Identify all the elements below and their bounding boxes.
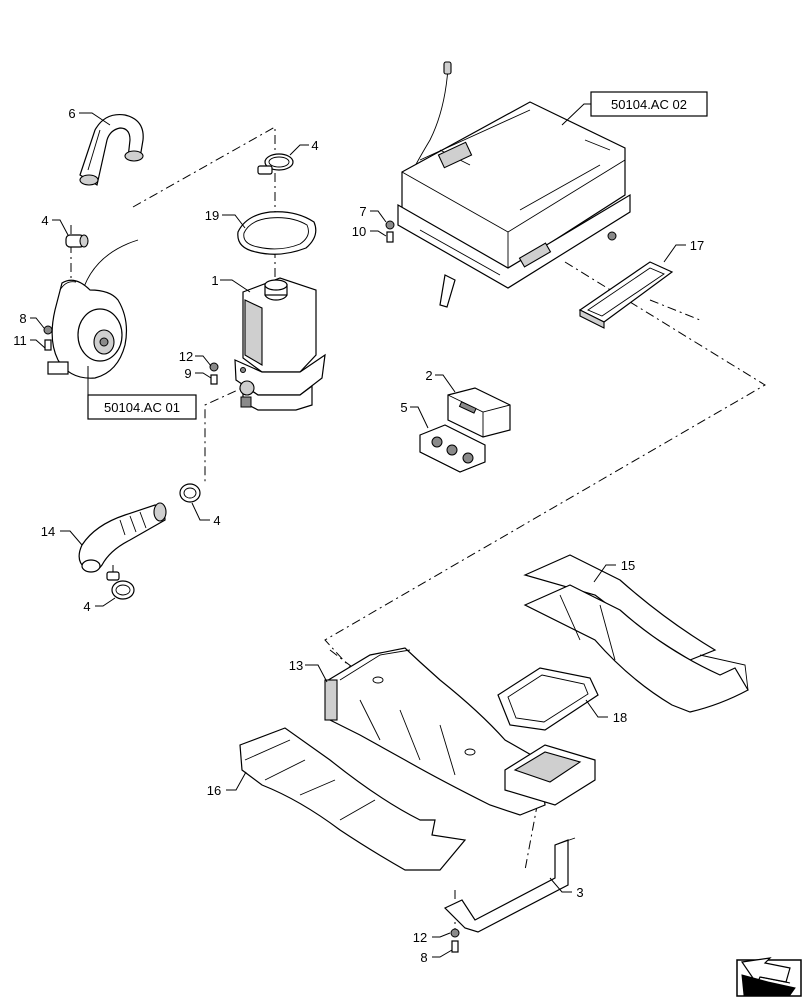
block-2 [447, 387, 511, 438]
callout-8: 8 [19, 311, 26, 326]
callout-2: 2 [425, 368, 432, 383]
callout-17: 17 [690, 238, 704, 253]
callout-1: 1 [211, 273, 218, 288]
callout-14: 14 [41, 524, 55, 539]
bracket-3 [443, 837, 576, 933]
callout-6: 6 [68, 106, 75, 121]
gasket-18 [497, 667, 599, 731]
reference-label-ac02: 50104.AC 02 [611, 97, 687, 112]
clamp-4-bottom [106, 571, 135, 600]
screw-12-8-bottom [450, 928, 460, 953]
clamp-4-top [257, 153, 294, 175]
assembly-lines [70, 126, 766, 930]
callout-4: 4 [311, 138, 318, 153]
callout-3: 3 [576, 885, 583, 900]
blower-motor [47, 239, 139, 379]
leader-lines [30, 103, 686, 958]
screw-7-10 [385, 220, 395, 243]
hose-14 [78, 502, 167, 573]
callout-4: 4 [213, 513, 220, 528]
callout-11: 11 [13, 333, 27, 348]
callout-12: 12 [179, 349, 193, 364]
reservoir-tank-1 [234, 277, 326, 411]
clamp-4-left [65, 234, 89, 248]
callout-4: 4 [83, 599, 90, 614]
callout-7: 7 [359, 204, 366, 219]
duct-16 [239, 727, 467, 871]
reference-box-ac01[interactable]: 50104.AC 01 [87, 394, 197, 420]
gasket-19 [237, 211, 317, 255]
callout-5: 5 [400, 400, 407, 415]
callout-18: 18 [613, 710, 627, 725]
callout-12: 12 [413, 930, 427, 945]
screw-12-9 [209, 362, 219, 385]
callout-16: 16 [207, 783, 221, 798]
callout-10: 10 [352, 224, 366, 239]
control-panel-5 [419, 424, 486, 473]
hvac-unit [397, 61, 631, 308]
page-turn-arrow-icon[interactable] [736, 957, 802, 997]
callout-15: 15 [621, 558, 635, 573]
duct-outlet [504, 744, 596, 806]
callout-4: 4 [41, 213, 48, 228]
callout-19: 19 [205, 208, 219, 223]
reference-label-ac01: 50104.AC 01 [104, 400, 180, 415]
clamp-4-mid [179, 483, 201, 503]
screw-8-11 [43, 325, 53, 351]
reference-box-ac02[interactable]: 50104.AC 02 [590, 91, 708, 117]
callout-13: 13 [289, 658, 303, 673]
callout-9: 9 [184, 366, 191, 381]
callout-8: 8 [420, 950, 427, 965]
hose-6 [79, 113, 144, 186]
duct-15 [523, 554, 749, 713]
filter-frame-17 [578, 261, 674, 329]
callout-labels: 6 4 4 19 1 8 11 12 9 7 10 17 2 5 4 14 4 … [13, 106, 704, 965]
